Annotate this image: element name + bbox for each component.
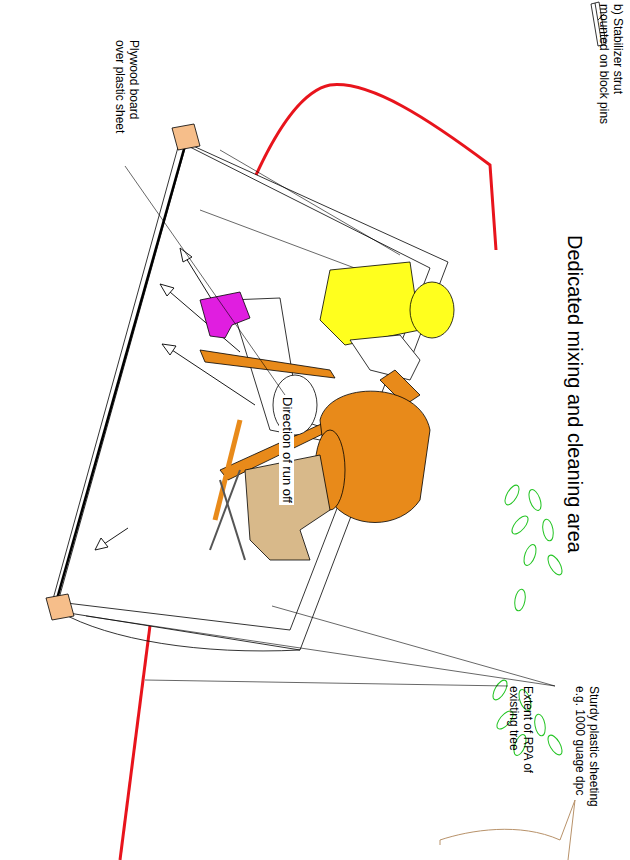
runoff-label: Direction of run off <box>279 395 294 505</box>
sheeting-label: Sturdy plastic sheeting e.g. 1000 guage … <box>572 686 600 810</box>
ground-line <box>440 800 575 860</box>
plywood-board <box>58 145 430 630</box>
runoff-arrow <box>95 248 255 550</box>
rpa-extent-line <box>120 610 152 860</box>
board-edge <box>55 142 186 606</box>
diagram-title: Dedicated mixing and cleaning area <box>563 235 586 553</box>
board-line <box>200 210 360 270</box>
board-label: Plywood board over plastic sheet <box>112 40 140 136</box>
board-line <box>220 150 400 255</box>
plastic-sheet <box>50 140 448 650</box>
wheelbarrow <box>210 455 330 560</box>
block-pin <box>46 124 200 620</box>
strut-note: b) Stabilizer strut mounted on block pin… <box>596 4 624 144</box>
rpa-label: Extent of RPA of existing tree <box>506 686 534 798</box>
leader-line <box>86 166 555 686</box>
